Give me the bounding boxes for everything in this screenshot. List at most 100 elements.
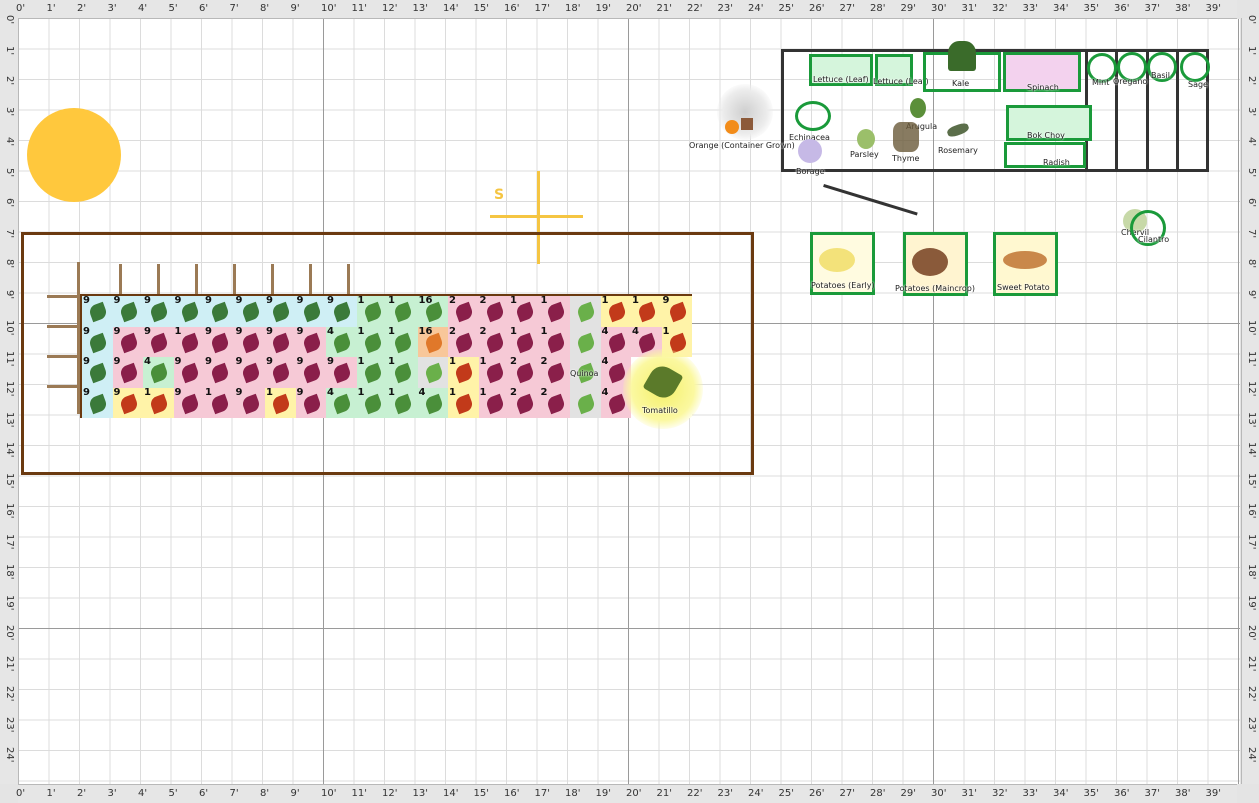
plant-cell[interactable]: 1 (600, 295, 631, 327)
plant-cell[interactable]: 1 (448, 356, 479, 388)
plant-cell[interactable]: 2 (539, 356, 570, 388)
ruler-row-label: 19' (1246, 594, 1257, 610)
lettuce-leaf-2-box[interactable] (875, 54, 913, 86)
plant-count: 2 (479, 325, 487, 337)
plant-cell[interactable]: 9 (143, 326, 174, 357)
sun-icon[interactable] (27, 108, 121, 202)
plant-cell[interactable] (570, 296, 601, 327)
ruler-row-label: 3' (1246, 106, 1257, 116)
plant-icon (331, 332, 353, 353)
plant-cell[interactable]: 1 (509, 326, 540, 357)
sage-box[interactable] (1180, 52, 1210, 82)
plant-cell[interactable]: 9 (234, 326, 265, 357)
plant-cell[interactable]: 9 (82, 295, 113, 327)
plant-cell[interactable]: 9 (661, 295, 692, 327)
plant-cell[interactable]: 9 (173, 387, 204, 418)
plant-cell[interactable]: 1 (509, 295, 540, 327)
garden-bed-outline[interactable] (21, 232, 754, 475)
cilantro-box[interactable] (1130, 210, 1166, 246)
plant-cell[interactable]: 1 (478, 387, 509, 418)
plant-cell[interactable]: 9 (295, 326, 326, 357)
plant-cell[interactable]: 1 (448, 387, 479, 418)
plant-cell[interactable]: 4 (326, 386, 357, 418)
plant-cell[interactable]: 9 (265, 356, 296, 388)
plant-cell[interactable]: 2 (539, 387, 570, 418)
plant-cell[interactable]: 1 (204, 387, 235, 418)
plant-cell[interactable]: 2 (478, 295, 509, 327)
plant-cell[interactable]: 9 (265, 326, 296, 357)
plant-cell[interactable]: 9 (295, 295, 326, 327)
plant-cell[interactable]: 1 (356, 326, 387, 357)
plant-cell[interactable] (570, 326, 601, 357)
basil-box[interactable] (1147, 52, 1177, 82)
ruler-col-label: 35' (1083, 788, 1099, 799)
oregano-box[interactable] (1117, 52, 1147, 82)
plant-cell[interactable]: 9 (143, 295, 174, 327)
plant-cell[interactable]: 1 (356, 356, 387, 388)
plant-cell[interactable]: 1 (173, 326, 204, 357)
plant-cell[interactable]: 9 (295, 387, 326, 418)
compass-icon[interactable]: S (490, 171, 586, 265)
echinacea-box[interactable] (795, 101, 831, 131)
raised-bed-outline[interactable] (781, 49, 1209, 172)
plant-cell[interactable]: 9 (326, 356, 357, 388)
plant-cell[interactable]: 9 (204, 356, 235, 388)
plant-cell[interactable]: 2 (509, 356, 540, 388)
plant-cell[interactable]: 9 (112, 326, 143, 357)
plant-cell[interactable]: 9 (265, 295, 296, 327)
plant-cell[interactable]: 2 (478, 325, 509, 357)
plant-cell[interactable]: 1 (631, 295, 662, 327)
trellis[interactable] (47, 262, 367, 417)
plant-cell[interactable]: 9 (204, 326, 235, 357)
plant-cell[interactable]: 16 (417, 326, 448, 357)
plant-cell[interactable]: 1 (387, 387, 418, 418)
plant-cell[interactable]: 2 (448, 295, 479, 327)
plant-cell[interactable]: 1 (539, 326, 570, 357)
plant-cell[interactable]: 9 (173, 295, 204, 327)
plant-cell[interactable]: 1 (356, 387, 387, 418)
plant-cell[interactable]: 9 (326, 295, 357, 327)
plant-cell[interactable]: 4 (417, 387, 448, 418)
plant-cell[interactable]: 9 (295, 356, 326, 388)
plant-cell[interactable] (570, 357, 601, 388)
plant-cell[interactable]: 9 (234, 295, 265, 327)
plant-cell[interactable]: 2 (448, 326, 479, 357)
plant-cell[interactable]: 1 (539, 295, 570, 327)
plant-cell[interactable]: 4 (600, 326, 631, 357)
plant-cell[interactable]: 9 (173, 356, 204, 388)
plant-cell[interactable]: 4 (326, 326, 357, 357)
plant-cell[interactable]: 1 (478, 356, 509, 388)
plant-cell[interactable]: 2 (509, 387, 540, 418)
plant-cell[interactable]: 9 (204, 295, 235, 327)
plant-cell[interactable] (417, 357, 448, 388)
plant-cell[interactable]: 1 (387, 356, 418, 388)
plant-cell[interactable]: 9 (234, 356, 265, 388)
tomatillo-plant[interactable] (623, 349, 703, 429)
plant-cell[interactable]: 4 (143, 356, 174, 388)
plant-cell[interactable]: 1 (356, 295, 387, 327)
plant-cell[interactable]: 1 (265, 387, 296, 418)
bok-choy-box[interactable] (1006, 105, 1092, 141)
mint-box[interactable] (1087, 53, 1117, 83)
plant-cell[interactable]: 9 (112, 356, 143, 388)
lettuce-leaf-box[interactable] (809, 54, 873, 86)
plant-cell[interactable]: 1 (143, 387, 174, 418)
plant-cell[interactable]: 9 (82, 387, 113, 418)
plant-cell[interactable] (570, 387, 601, 418)
spinach-box[interactable] (1003, 52, 1081, 92)
ruler-row-label: 19' (4, 594, 15, 610)
plant-cell[interactable]: 1 (387, 326, 418, 357)
ruler-row-label: 14' (1246, 442, 1257, 458)
radish-box[interactable] (1004, 142, 1086, 168)
plant-count: 4 (327, 386, 334, 398)
plant-cell[interactable]: 9 (112, 387, 143, 418)
plant-cell[interactable]: 9 (82, 356, 113, 388)
plant-cell[interactable]: 9 (112, 295, 143, 327)
orange-container-icon[interactable] (717, 84, 773, 140)
plant-cell[interactable]: 1 (387, 295, 418, 327)
plant-cell[interactable]: 9 (234, 387, 265, 418)
plant-cell[interactable]: 9 (82, 326, 113, 357)
plant-cell[interactable]: 16 (417, 295, 448, 327)
